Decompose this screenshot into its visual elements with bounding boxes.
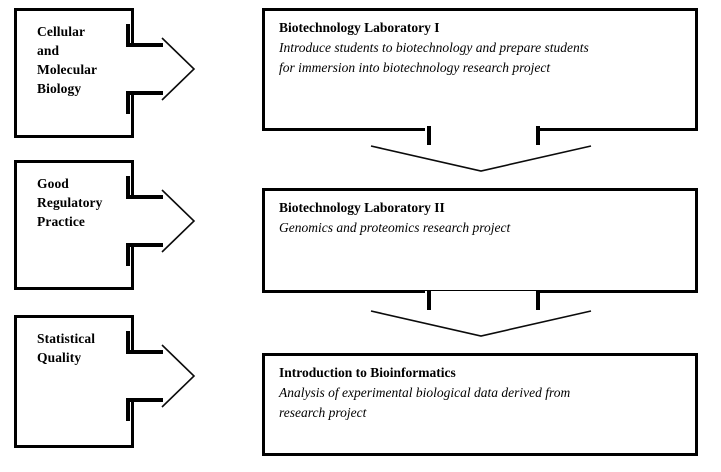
- arrow-right-grp-to-lab2: [126, 176, 196, 266]
- course-title: Biotechnology Laboratory II: [279, 200, 445, 215]
- course-description: Genomics and proteomics research project: [279, 220, 511, 235]
- input-box-cellular-and-molecular-biology[interactable]: Cellular and Molecular Biology: [14, 8, 134, 138]
- course-box-introduction-to-bioinformatics[interactable]: Introduction to Bioinformatics Analysis …: [262, 353, 698, 456]
- arrow-right-cellular-to-lab1: [126, 24, 196, 114]
- course-box-biotechnology-laboratory-ii[interactable]: Biotechnology Laboratory II Genomics and…: [262, 188, 698, 293]
- course-title: Biotechnology Laboratory I: [279, 20, 440, 35]
- course-description: Analysis of experimental biological data…: [279, 385, 571, 420]
- arrow-down-lab2-to-bioinformatics: [370, 291, 592, 337]
- course-box-biotechnology-laboratory-i[interactable]: Biotechnology Laboratory I Introduce stu…: [262, 8, 698, 131]
- input-box-label: Cellular and Molecular Biology: [37, 24, 98, 96]
- course-description: Introduce students to biotechnology and …: [279, 40, 589, 75]
- course-title: Introduction to Bioinformatics: [279, 365, 456, 380]
- arrow-right-statistical-to-bioinformatics: [126, 331, 196, 421]
- arrow-down-lab1-to-lab2: [370, 126, 592, 172]
- input-box-label: Good Regulatory Practice: [37, 176, 103, 229]
- input-box-statistical-quality[interactable]: Statistical Quality: [14, 315, 134, 448]
- input-box-good-regulatory-practice[interactable]: Good Regulatory Practice: [14, 160, 134, 290]
- input-box-label: Statistical Quality: [37, 331, 96, 365]
